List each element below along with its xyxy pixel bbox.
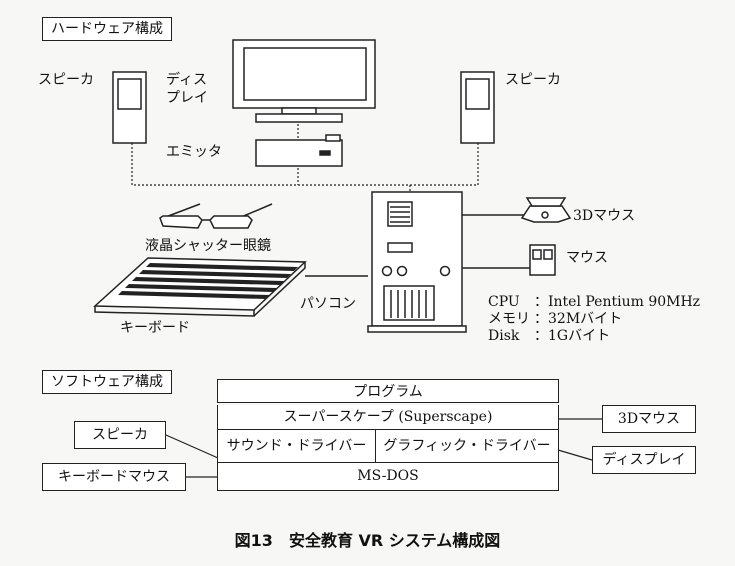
- hardware-section-title: ハードウェア構成: [42, 17, 172, 41]
- mouse-label: マウス: [566, 250, 608, 266]
- spec-value: ：Intel Pentium 90MHz: [534, 294, 701, 310]
- msdos-layer: MS-DOS: [217, 463, 559, 491]
- emitter-icon: [255, 134, 343, 167]
- spec-value: ：32Mバイト: [534, 311, 623, 327]
- speaker-left-icon: [112, 71, 147, 144]
- sound-driver-layer: サウンド・ドライバー: [217, 430, 376, 463]
- software-connectors: [165, 418, 602, 478]
- figure-caption: 図13 安全教育 VR システム構成図: [234, 531, 501, 550]
- pc-tower-icon: [367, 191, 467, 333]
- spec-key: CPU: [488, 294, 520, 310]
- superscape-layer: スーパースケープ (Superscape): [217, 405, 559, 430]
- emitter-label: エミッタ: [166, 144, 222, 160]
- spec-row: Disk ：1Gバイト: [488, 328, 700, 345]
- display-label-line2: プレイ: [166, 90, 208, 106]
- sw-mouse3d-box: 3Dマウス: [602, 405, 696, 433]
- spec-row: メモリ：32Mバイト: [488, 311, 700, 328]
- sw-keyboard-mouse-box: キーボードマウス: [42, 463, 186, 491]
- keyboard-label: キーボード: [120, 320, 190, 336]
- software-section-title: ソフトウェア構成: [42, 370, 172, 394]
- display-label-line1: ディス: [166, 72, 208, 88]
- dotted-connections: [131, 120, 479, 192]
- spec-key: Disk: [488, 328, 520, 344]
- monitor-icon: [232, 39, 376, 123]
- spec-row: CPU ：Intel Pentium 90MHz: [488, 294, 700, 311]
- program-layer: プログラム: [217, 379, 559, 403]
- speaker-right-label: スピーカ: [505, 72, 561, 88]
- sw-display-box: ディスプレイ: [592, 446, 696, 474]
- mouse-icon: [529, 244, 556, 276]
- shutter-glasses-label: 液晶シャッター眼鏡: [145, 238, 271, 254]
- graphic-driver-layer: グラフィック・ドライバー: [375, 430, 559, 463]
- mouse3d-icon: [520, 197, 572, 223]
- speaker-left-label: スピーカ: [38, 72, 94, 88]
- keyboard-keys: [118, 263, 298, 299]
- speaker-right-icon: [460, 71, 495, 144]
- sw-speaker-box: スピーカ: [74, 421, 166, 449]
- spec-table: CPU ：Intel Pentium 90MHz メモリ：32Mバイト Disk ：…: [488, 294, 700, 345]
- mouse3d-label: 3Dマウス: [573, 208, 636, 224]
- shutter-glasses-icon: [159, 203, 273, 229]
- pc-label: パソコン: [300, 296, 356, 312]
- spec-key: メモリ: [488, 311, 530, 327]
- spec-value: ：1Gバイト: [534, 328, 611, 344]
